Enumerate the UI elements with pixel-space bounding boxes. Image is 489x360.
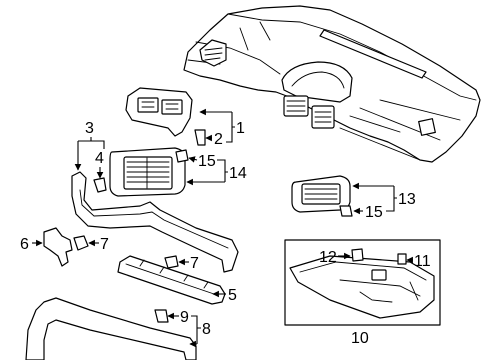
leader-bracket-14 (217, 159, 228, 182)
callout-9: 9 (180, 309, 189, 326)
part-clip-2 (194, 129, 206, 146)
leader-lines (32, 108, 413, 348)
callout-8: 8 (202, 321, 211, 338)
leader-bracket-1 (226, 112, 235, 143)
part-garnish-strip (117, 255, 226, 305)
part-trim-panel (71, 171, 239, 273)
callout-5: 5 (228, 287, 237, 304)
callout-2: 2 (214, 131, 223, 148)
part-clip-15b (339, 205, 353, 217)
part-center-vent-housing (125, 87, 193, 137)
callout-12: 12 (319, 249, 337, 266)
part-bracket (43, 227, 73, 267)
leader-line-15a (188, 156, 198, 163)
callout-7a: 7 (100, 236, 109, 253)
callout-3: 3 (85, 120, 94, 137)
part-center-vent (109, 147, 186, 197)
callout-1: 1 (236, 120, 245, 137)
callout-15b: 15 (365, 204, 383, 221)
callout-15a: 15 (198, 153, 216, 170)
part-glove-box-tray (289, 255, 435, 319)
callout-10: 10 (351, 330, 369, 347)
part-clip-11 (397, 253, 407, 265)
part-clip-15a (175, 149, 189, 163)
part-side-vent (291, 175, 351, 213)
part-lower-trim (25, 297, 197, 360)
part-clip-9 (154, 309, 169, 323)
part-clip-12 (351, 248, 364, 262)
leader-bracket-3 (78, 137, 105, 149)
callout-13: 13 (398, 191, 416, 208)
callout-4: 4 (95, 150, 104, 167)
part-clip-4 (93, 177, 107, 193)
callout-11: 11 (414, 253, 431, 270)
part-dashboard (183, 5, 481, 163)
callout-6: 6 (20, 236, 29, 253)
part-clip-7b (164, 255, 179, 269)
callout-14: 14 (229, 165, 247, 182)
callout-7b: 7 (190, 255, 199, 272)
leader-bracket-8 (191, 315, 201, 344)
leader-bracket-13 (386, 186, 397, 212)
part-clip-7a (73, 235, 89, 251)
